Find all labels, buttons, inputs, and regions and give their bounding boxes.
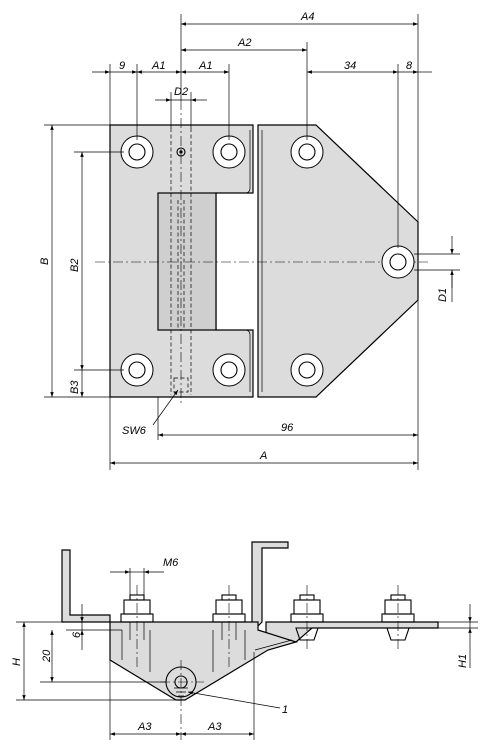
hinge-knuckle [157, 192, 217, 331]
mounting-hole [212, 135, 246, 169]
side-view: M6 6 20 H H1 1 A3 A3 [11, 541, 478, 740]
dim-b2: B2 [69, 259, 81, 272]
dim-6: 6 [71, 631, 83, 638]
dim-a: A [259, 450, 267, 462]
dim-a1-right: A1 [198, 60, 212, 72]
dim-a3-left: A3 [137, 721, 152, 733]
label-sw6: SW6 [122, 425, 147, 437]
mounting-hole [212, 353, 246, 387]
mounting-hole [290, 353, 324, 387]
dim-96: 96 [281, 422, 294, 434]
dim-20: 20 [41, 649, 53, 663]
dim-34: 34 [344, 60, 356, 72]
door-angle-left [61, 549, 111, 623]
dim-h: H [11, 658, 23, 666]
dim-b: B [39, 258, 51, 265]
dim-d1: D1 [437, 288, 449, 302]
dim-9: 9 [119, 60, 125, 72]
top-view: A4 A2 9 A1 A1 34 8 D2 B B2 B3 D1 SW6 96 … [39, 11, 460, 470]
right-leaf-profile [265, 621, 439, 643]
pivot-hole-d1 [381, 245, 415, 279]
dim-a1-left: A1 [151, 60, 165, 72]
dim-b3: B3 [69, 380, 81, 394]
mounting-hole [120, 353, 154, 387]
dim-a2: A2 [237, 37, 251, 49]
dim-m6: M6 [163, 557, 179, 569]
dim-8: 8 [406, 60, 413, 72]
dim-h1: H1 [457, 654, 469, 668]
mounting-hole [290, 135, 324, 169]
hinge-body [109, 621, 299, 701]
dim-a4: A4 [300, 11, 314, 23]
frame-profile-right [251, 541, 289, 629]
grease-nipple [176, 147, 186, 157]
mounting-hole [120, 135, 154, 169]
dim-d2: D2 [174, 86, 188, 98]
dim-a3-right: A3 [207, 721, 222, 733]
callout-1: 1 [282, 704, 288, 716]
